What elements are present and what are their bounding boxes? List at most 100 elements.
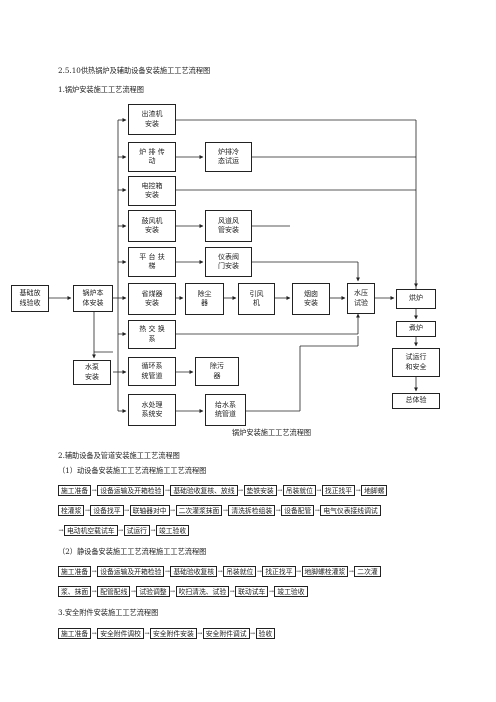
flow-step: 基础验收复核、放线 bbox=[170, 485, 238, 496]
arrow-icon: → bbox=[316, 487, 322, 494]
arrow-icon: → bbox=[222, 507, 228, 514]
flow-step: 设备运输及开箱检验 bbox=[97, 485, 165, 496]
flow-step: 二次灌浆抹面 bbox=[175, 505, 223, 516]
sub2-1-title: （1）动设备安装施工工艺流程施工工艺流程图 bbox=[58, 466, 207, 475]
flow-step: 电气仪表接线调试 bbox=[320, 505, 381, 516]
box-dust: 除尘 器 bbox=[185, 283, 224, 315]
box-boil: 煮炉 bbox=[396, 321, 436, 337]
box-final: 总体验 bbox=[392, 393, 440, 409]
sub2-title: 2.辅助设备及管道安装施工工艺流程图 bbox=[58, 451, 180, 460]
flow-step: 基础验收复核 bbox=[170, 566, 218, 577]
flow-step: 施工准备 bbox=[58, 566, 92, 577]
flow-step: 竣工验收 bbox=[274, 586, 308, 597]
flow-step: 吹扫清洗、试验 bbox=[175, 586, 230, 597]
box-chimney: 烟囱 安装 bbox=[292, 283, 330, 315]
flow-step: 电动机空载试车 bbox=[64, 525, 118, 536]
box-induced: 引风 机 bbox=[238, 283, 275, 315]
static-flow-row-2: 浆、抹面→配管配线→试验调整→吹扫清洗、试验→联动试车→竣工验收 bbox=[58, 586, 308, 597]
box-pressure: 水压 试验 bbox=[347, 283, 375, 314]
arrow-icon: → bbox=[130, 588, 136, 595]
box-slag: 出渣机 安装 bbox=[128, 104, 176, 135]
arrow-icon: → bbox=[150, 527, 156, 534]
arrow-icon: → bbox=[256, 568, 262, 575]
flow-step: 设备运输及开箱检验 bbox=[97, 566, 165, 577]
flow-step: 安全附件调校 bbox=[97, 628, 144, 639]
arrow-icon: → bbox=[84, 507, 90, 514]
box-water-treatment: 水处理 系统安 bbox=[128, 394, 176, 426]
box-economizer: 省煤器 安装 bbox=[128, 283, 176, 315]
arrow-icon: → bbox=[91, 588, 97, 595]
arrow-icon: → bbox=[314, 507, 320, 514]
flow-step: 吊装就位 bbox=[282, 485, 316, 496]
arrow-icon: → bbox=[348, 568, 354, 575]
box-desludge: 除污 器 bbox=[195, 357, 239, 386]
box-platform: 平 台 扶 梯 bbox=[128, 247, 176, 277]
arrow-icon: → bbox=[144, 630, 150, 637]
box-duct: 风道风 管安装 bbox=[205, 210, 252, 242]
flow-step: 配管配线 bbox=[97, 586, 131, 597]
arrow-icon: → bbox=[91, 487, 97, 494]
box-grate: 炉 排 传 动 bbox=[128, 142, 176, 172]
box-boiler-body: 锅炉本 体安装 bbox=[73, 285, 113, 312]
arrow-icon: → bbox=[277, 487, 283, 494]
arrow-icon: → bbox=[229, 588, 235, 595]
flow-step: 地脚螺栓灌浆 bbox=[301, 566, 349, 577]
arrow-icon: → bbox=[197, 630, 203, 637]
arrow-icon: → bbox=[91, 630, 97, 637]
arrow-icon: → bbox=[296, 568, 302, 575]
flow-step: 浆、抹面 bbox=[58, 586, 92, 597]
flow-step: 试运行 bbox=[123, 525, 150, 536]
box-trial: 试运行 和安全 bbox=[392, 348, 440, 377]
dynamic-flow-row-1: 施工准备→设备运输及开箱检验→基础验收复核、放线→垫铁安装→吊装就位→找正找平→… bbox=[58, 485, 388, 496]
box-elec: 电控箱 安装 bbox=[128, 176, 176, 206]
box-pump: 水泵 安装 bbox=[73, 360, 111, 385]
arrow-icon: → bbox=[164, 568, 170, 575]
flow-step: 清洗拆检组装 bbox=[228, 505, 276, 516]
dynamic-flow-row-3: →电动机空载试车→试运行→竣工验收 bbox=[58, 525, 190, 536]
flow-step: 吊装就位 bbox=[223, 566, 257, 577]
box-oven: 烘炉 bbox=[396, 289, 436, 309]
box-instr: 仪表阀 门安装 bbox=[205, 247, 252, 277]
arrow-icon: → bbox=[124, 507, 130, 514]
arrow-icon: → bbox=[238, 487, 244, 494]
arrow-icon: → bbox=[91, 568, 97, 575]
arrow-icon: → bbox=[170, 507, 176, 514]
static-flow-row-1: 施工准备→设备运输及开箱检验→基础验收复核→吊装就位→找正找平→地脚螺栓灌浆→二… bbox=[58, 566, 381, 577]
arrow-icon: → bbox=[170, 588, 176, 595]
flow-step: 联动试车 bbox=[235, 586, 269, 597]
flow-step: 联轴器对中 bbox=[129, 505, 170, 516]
flow-step: 找正找平 bbox=[321, 485, 356, 496]
arrow-icon: → bbox=[118, 527, 124, 534]
dynamic-flow-row-2: 栓灌浆→设备找平→联轴器对中→二次灌浆抹面→清洗拆检组装→设备配管→电气仪表接线… bbox=[58, 505, 381, 516]
flow-step: 二次灌 bbox=[354, 566, 381, 577]
box-circulation: 循环系 统管道 bbox=[128, 357, 176, 386]
flow-step: 安全附件调试 bbox=[202, 628, 250, 639]
box-foundation: 基础放 线验收 bbox=[11, 285, 49, 312]
sub3-title: 3.安全附件安装施工工艺流程图 bbox=[58, 608, 159, 617]
sub1-title: 1.锅炉安装施工工艺流程图 bbox=[58, 85, 144, 94]
arrow-icon: → bbox=[58, 527, 64, 534]
flow-step: 地脚螺 bbox=[361, 485, 388, 496]
box-heat-exchange: 热 交 换 系 bbox=[128, 320, 176, 349]
flow-step: 设备找平 bbox=[90, 505, 124, 516]
flow-step: 施工准备 bbox=[58, 485, 92, 496]
chart1-caption: 锅炉安装施工工艺流程图 bbox=[232, 428, 312, 437]
arrow-icon: → bbox=[250, 630, 256, 637]
flow-step: 试验调整 bbox=[136, 586, 170, 597]
flow-step: 设备配管 bbox=[281, 505, 315, 516]
arrow-icon: → bbox=[355, 487, 361, 494]
flow-step: 竣工验收 bbox=[155, 525, 190, 536]
arrow-icon: → bbox=[164, 487, 170, 494]
section-title: 2.5.10供热锅炉及辅助设备安装施工工艺流程图 bbox=[58, 66, 211, 75]
box-fan: 鼓风机 安装 bbox=[128, 210, 176, 242]
flow-step: 施工准备 bbox=[58, 628, 92, 639]
box-grate-test: 炉排冷 态试运 bbox=[205, 142, 252, 172]
arrow-icon: → bbox=[217, 568, 223, 575]
flow-step: 安全附件安装 bbox=[149, 628, 197, 639]
safety-flow-row: 施工准备→安全附件调校→安全附件安装→安全附件调试→验收 bbox=[58, 628, 276, 639]
flow-step: 垫铁安装 bbox=[243, 485, 277, 496]
flow-step: 验收 bbox=[255, 628, 276, 639]
box-feed-water: 给水系 统管道 bbox=[205, 394, 246, 426]
arrow-icon: → bbox=[268, 588, 274, 595]
